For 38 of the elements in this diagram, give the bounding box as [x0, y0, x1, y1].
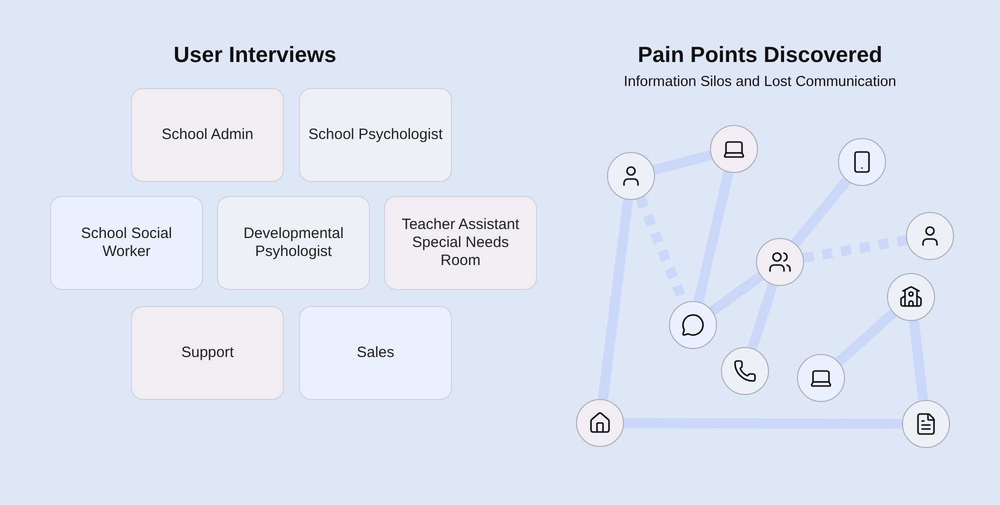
icon-circle [838, 138, 886, 186]
connector [652, 150, 712, 175]
role-label: School Admin [162, 126, 254, 144]
role-card [50, 196, 203, 290]
icon-circle [902, 400, 950, 448]
role-card [299, 88, 452, 182]
icon-circle [710, 125, 758, 173]
role-label: School Social Worker [80, 225, 173, 261]
connector [598, 199, 633, 400]
subtitle: Information Silos and Lost Communication [622, 74, 898, 90]
icon-circle [887, 273, 935, 321]
icon-circle [797, 354, 845, 402]
role-card [299, 306, 452, 400]
icon-circle [669, 301, 717, 349]
icon-circle [576, 399, 624, 447]
icon-circle [906, 212, 954, 260]
connector [748, 283, 778, 350]
section-heading: User Interviews [172, 42, 338, 68]
connector [710, 272, 764, 315]
connector [836, 309, 896, 366]
connector [791, 177, 851, 247]
section-heading: Pain Points Discovered [636, 42, 884, 68]
dashed-connector [802, 235, 908, 263]
role-card [131, 88, 284, 182]
icon-circle [607, 152, 655, 200]
connector [694, 171, 734, 303]
role-label: Teacher Assistant Special Needs Room [400, 216, 520, 270]
role-label: School Psychologist [308, 126, 443, 144]
role-label: Support [181, 344, 234, 362]
role-card [217, 196, 370, 290]
role-label: Sales [356, 344, 394, 362]
icon-circle [721, 347, 769, 395]
connector [624, 418, 902, 429]
role-label: Developmental Psyhologist [242, 225, 345, 261]
icon-circle [756, 238, 804, 286]
role-card [384, 196, 537, 290]
connector [908, 320, 928, 401]
role-card [131, 306, 284, 400]
